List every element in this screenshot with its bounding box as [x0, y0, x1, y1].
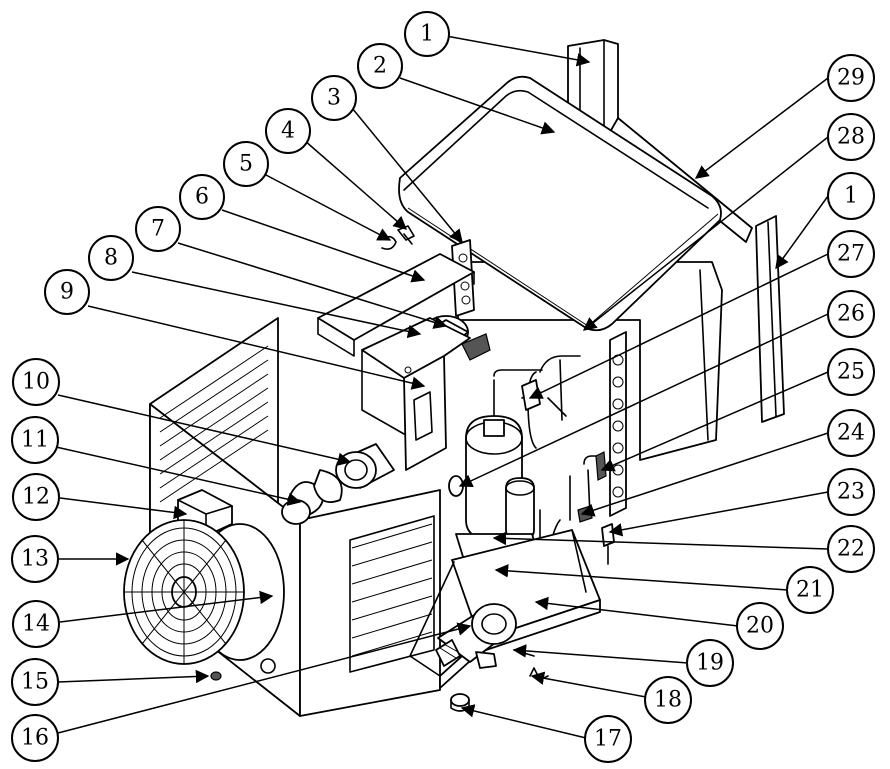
callout-11: 11 [11, 416, 59, 464]
fan-motor [335, 443, 395, 489]
callout-18: 18 [644, 676, 692, 724]
callout-5: 5 [223, 141, 269, 187]
callout-number: 21 [796, 578, 824, 603]
callout-number: 19 [696, 651, 724, 676]
callout-15: 15 [11, 658, 59, 706]
callout-19: 19 [686, 639, 734, 687]
callout-25: 25 [827, 348, 875, 396]
callout-number: 13 [21, 547, 49, 572]
callout-number: 12 [22, 485, 50, 510]
callout-number: 18 [654, 688, 682, 713]
callout-4: 4 [265, 108, 311, 154]
callout-number: 16 [21, 726, 49, 751]
callout-number: 1 [844, 184, 858, 209]
callout-7: 7 [135, 206, 181, 252]
callout-number: 1 [420, 22, 434, 47]
callout-3: 3 [311, 75, 357, 121]
callout-number: 14 [22, 612, 50, 637]
callout-27: 27 [827, 230, 875, 278]
rubber-foot [450, 693, 470, 712]
callout-number: 27 [837, 242, 865, 267]
temperature-sensor [595, 451, 607, 481]
callouts: 1 2 3 4 5 6 7 8 [11, 11, 875, 763]
control-box [361, 317, 471, 471]
callout-number: 29 [837, 66, 865, 91]
cabinet-back [457, 261, 723, 461]
callout-number: 23 [837, 480, 865, 505]
pipe-connector [577, 505, 593, 523]
callout-number: 20 [746, 614, 774, 639]
drain-nut [210, 671, 222, 681]
callout-28: 28 [827, 113, 875, 161]
callout-1-top: 1 [404, 11, 450, 57]
callout-number: 15 [21, 670, 49, 695]
callout-24: 24 [827, 409, 875, 457]
callout-9: 9 [44, 269, 90, 315]
callout-number: 22 [837, 537, 865, 562]
callout-number: 2 [373, 54, 387, 79]
callout-21: 21 [786, 566, 834, 614]
bracket-plate [317, 253, 475, 357]
drawing [123, 39, 785, 717]
callout-1-right: 1 [827, 172, 875, 220]
callout-23: 23 [827, 468, 875, 516]
water-heat-exchanger [435, 603, 517, 669]
callout-12: 12 [12, 473, 60, 521]
callout-number: 8 [104, 246, 118, 271]
side-post-right [755, 215, 785, 423]
callout-number: 9 [60, 280, 74, 305]
callout-20: 20 [736, 602, 784, 650]
callout-number: 10 [22, 370, 50, 395]
callout-6: 6 [179, 174, 225, 220]
callout-number: 11 [21, 428, 49, 453]
callout-number: 28 [837, 125, 865, 150]
callout-17: 17 [584, 715, 632, 763]
fan-guard [123, 519, 245, 665]
condenser-coil [609, 331, 627, 517]
callout-16: 16 [11, 714, 59, 762]
top-lid [398, 75, 722, 332]
callout-number: 24 [837, 421, 865, 446]
callout-14: 14 [12, 600, 60, 648]
fan-blade [281, 469, 343, 525]
wire-clip [381, 235, 397, 250]
callout-number: 3 [327, 86, 341, 111]
callout-number: 6 [195, 185, 209, 210]
callout-10: 10 [12, 358, 60, 406]
receiver [505, 477, 535, 541]
callout-number: 25 [837, 360, 865, 385]
callout-number: 7 [151, 217, 165, 242]
callout-number: 26 [837, 302, 865, 327]
pressure-valve [601, 523, 615, 565]
callout-number: 4 [281, 119, 295, 144]
callout-26: 26 [827, 290, 875, 338]
callout-number: 5 [239, 152, 253, 177]
callout-29: 29 [827, 54, 875, 102]
callout-22: 22 [827, 525, 875, 573]
callout-8: 8 [88, 235, 134, 281]
callout-13: 13 [11, 535, 59, 583]
leader-lines [55, 35, 829, 739]
callout-number: 17 [594, 727, 622, 752]
callout-2: 2 [357, 43, 403, 89]
